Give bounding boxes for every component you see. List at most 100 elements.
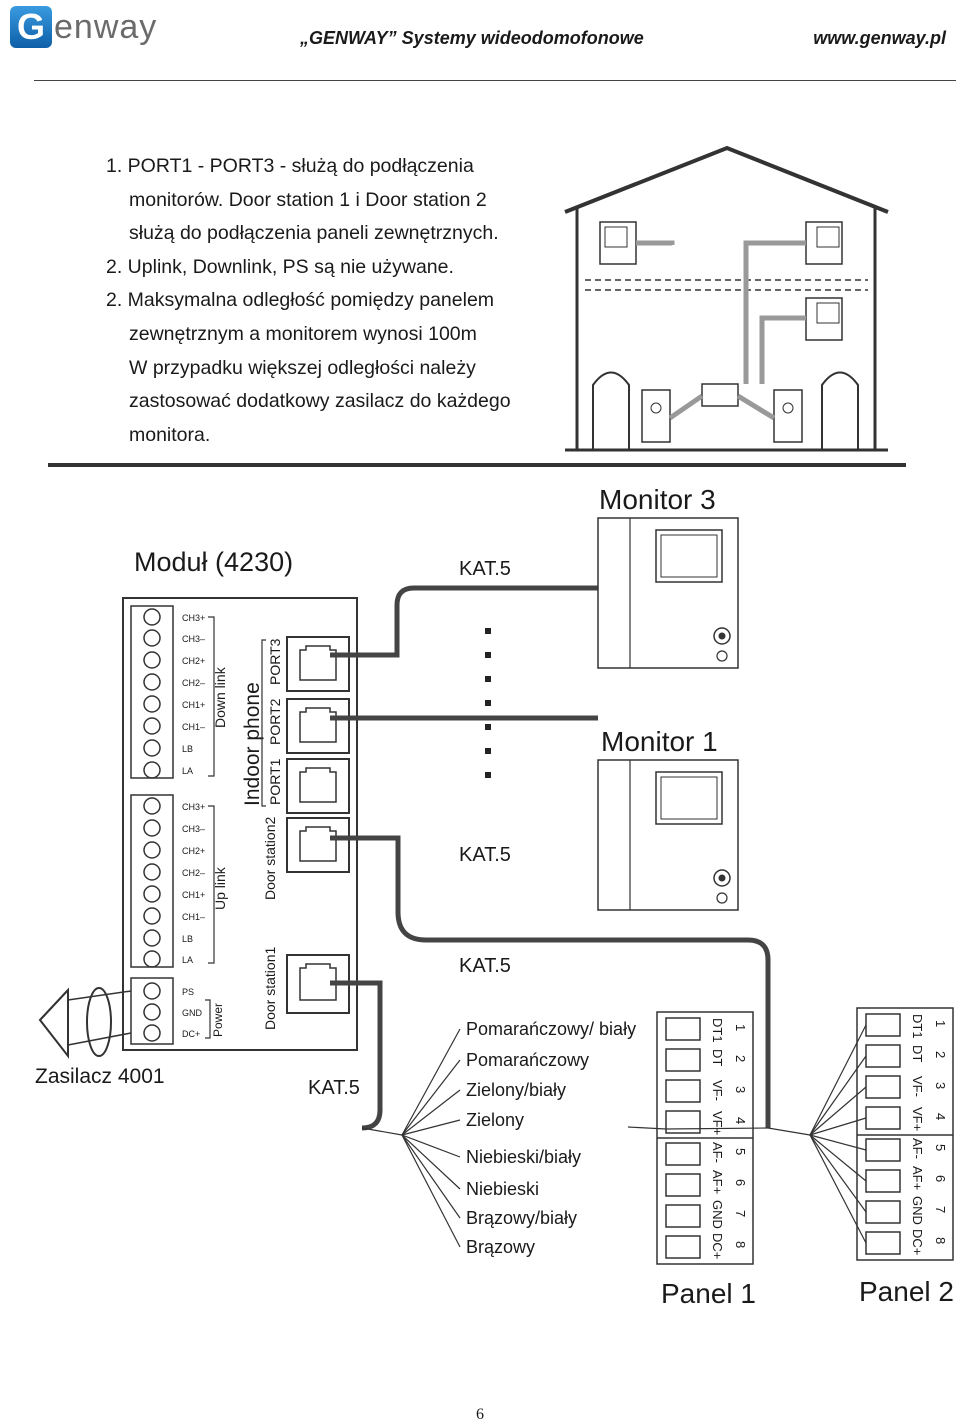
- pin-function-label: VF+: [910, 1107, 925, 1131]
- rj45-door-station2: [286, 817, 350, 873]
- mini-door-panel-icon: [641, 389, 671, 443]
- pin-number-label: 4: [933, 1113, 948, 1120]
- installation-notes: 1. PORT1 - PORT3 - służą do podłączenia …: [106, 150, 566, 452]
- pin-number-label: 6: [733, 1179, 748, 1186]
- header-divider: [34, 80, 956, 81]
- panel-1-terminal: DT1 DT VF- VF+ AF- AF+ GND DC+ 1 2 3 4 5…: [627, 1011, 769, 1309]
- terminal-label: GND: [182, 1008, 203, 1018]
- pin-function-label: DT: [910, 1045, 925, 1062]
- port2-label: PORT2: [267, 698, 283, 745]
- header-title: „GENWAY” Systemy wideodomofonowe: [300, 28, 644, 48]
- pin-function-label: AF-: [910, 1138, 925, 1159]
- genway-logo: G enway: [6, 4, 156, 52]
- power-label: Power: [211, 1003, 225, 1037]
- pin-number-label: 5: [933, 1144, 948, 1151]
- pin-function-label: AF-: [710, 1142, 725, 1163]
- pin-function-label: VF-: [910, 1076, 925, 1097]
- terminal-label: LB: [182, 744, 193, 754]
- terminal-label: CH2–: [182, 678, 205, 688]
- terminal-label: CH2+: [182, 846, 205, 856]
- monitor1-label: Monitor 1: [601, 726, 718, 757]
- terminal-label: CH1–: [182, 912, 205, 922]
- rj45-port3: [286, 636, 350, 692]
- pin-number-label: 1: [733, 1024, 748, 1031]
- power-supply-label: Zasilacz 4001: [35, 1065, 165, 1088]
- pin-function-label: AF+: [910, 1166, 925, 1190]
- terminal-label: CH3+: [182, 613, 205, 623]
- rj45-port1: [286, 758, 350, 814]
- note-line: służą do podłączenia paneli zewnętrznych…: [129, 222, 499, 245]
- note-line: zastosować dodatkowy zasilacz do każdego: [129, 390, 511, 413]
- note-line: zewnętrznym a monitorem wynosi 100m: [129, 322, 477, 345]
- terminal-block-top: CH3+ CH3– CH2+ CH2– CH1+ CH1– LB LA Down…: [130, 605, 228, 779]
- module-title: Moduł (4230): [134, 547, 293, 577]
- door-station2-label: Door station2: [262, 817, 278, 900]
- pin-number-label: 7: [733, 1210, 748, 1217]
- section-divider: [48, 463, 906, 467]
- pin-number-label: 1: [933, 1020, 948, 1027]
- port3-label: PORT3: [267, 638, 283, 685]
- wire-color-label: Zielony/biały: [466, 1080, 566, 1100]
- terminal-label: CH3+: [182, 802, 205, 812]
- door-station1-label: Door station1: [262, 947, 278, 1030]
- wire-color-label: Pomarańczowy: [466, 1050, 589, 1070]
- logo-letter: G: [10, 6, 52, 48]
- kat5-label: KAT.5: [459, 955, 511, 977]
- wire-color-label: Niebieski: [466, 1179, 539, 1199]
- terminal-label: CH2+: [182, 656, 205, 666]
- pin-function-label: GND: [710, 1200, 725, 1229]
- note-line: monitorów. Door station 1 i Door station…: [129, 188, 487, 211]
- terminal-label: CH1+: [182, 700, 205, 710]
- wire-color-legend: Pomarańczowy/ biały Pomarańczowy Zielony…: [361, 1019, 636, 1257]
- down-link-label: Down link: [212, 666, 228, 728]
- kat5-cables: [330, 585, 771, 1131]
- indoor-phone-label: Indoor phone: [241, 682, 264, 806]
- wire-color-label: Niebieski/biały: [466, 1147, 581, 1167]
- mini-monitor-icon: [805, 297, 843, 341]
- pin-number-label: 7: [933, 1206, 948, 1213]
- page-number: 6: [476, 1406, 484, 1423]
- pin-function-label: VF+: [710, 1111, 725, 1135]
- terminal-label: CH3–: [182, 824, 205, 834]
- pin-function-label: DT1: [910, 1014, 925, 1039]
- terminal-label: PS: [182, 987, 194, 997]
- panel-2-terminal: DT1 DT VF- VF+ AF- AF+ GND DC+ 1 2 3 4 5…: [767, 1007, 954, 1307]
- terminal-label: DC+: [182, 1029, 200, 1039]
- pin-function-label: DC+: [710, 1233, 725, 1259]
- wire-color-label: Brązowy/biały: [466, 1208, 577, 1228]
- pin-number-label: 2: [933, 1051, 948, 1058]
- power-supply-4001: Zasilacz 4001: [35, 987, 165, 1088]
- pin-function-label: DC+: [910, 1229, 925, 1255]
- terminal-block-mid: CH3+ CH3– CH2+ CH2– CH1+ CH1– LB LA Up l…: [130, 794, 228, 968]
- panel1-label: Panel 1: [661, 1278, 756, 1309]
- pin-function-label: AF+: [710, 1170, 725, 1194]
- pin-number-label: 8: [933, 1237, 948, 1244]
- pin-number-label: 8: [733, 1241, 748, 1248]
- mini-door-panel-icon: [773, 389, 803, 443]
- monitor-1: Monitor 1: [597, 726, 739, 911]
- logo-text: enway: [54, 8, 158, 46]
- terminal-label: CH2–: [182, 868, 205, 878]
- terminal-block-power: PS GND DC+ Power: [130, 977, 225, 1045]
- pin-number-label: 2: [733, 1055, 748, 1062]
- kat5-label: KAT.5: [308, 1077, 360, 1099]
- page-header: G enway „GENWAY” Systemy wideodomofonowe…: [0, 0, 960, 84]
- terminal-label: CH1–: [182, 722, 205, 732]
- kat5-label: KAT.5: [459, 558, 511, 580]
- pin-function-label: DT: [710, 1049, 725, 1066]
- pin-number-label: 3: [933, 1082, 948, 1089]
- port1-label: PORT1: [267, 758, 283, 805]
- kat5-label: KAT.5: [459, 844, 511, 866]
- pin-function-label: VF-: [710, 1080, 725, 1101]
- module-4230: Moduł (4230) CH3+ CH3– CH2+ CH2– CH1+ CH…: [122, 547, 358, 1051]
- wire-color-label: Brązowy: [466, 1237, 535, 1257]
- pin-number-label: 4: [733, 1117, 748, 1124]
- wire-color-label: Zielony: [466, 1110, 524, 1130]
- rj45-ports: [286, 636, 350, 1014]
- wire-color-label: Pomarańczowy/ biały: [466, 1019, 636, 1039]
- note-line: 2. Maksymalna odległość pomiędzy panelem: [106, 289, 495, 312]
- note-line: W przypadku większej odległości należy: [129, 356, 476, 379]
- note-line: 2. Uplink, Downlink, PS są nie używane.: [106, 255, 454, 278]
- monitor3-label: Monitor 3: [599, 484, 716, 515]
- terminal-label: CH3–: [182, 634, 205, 644]
